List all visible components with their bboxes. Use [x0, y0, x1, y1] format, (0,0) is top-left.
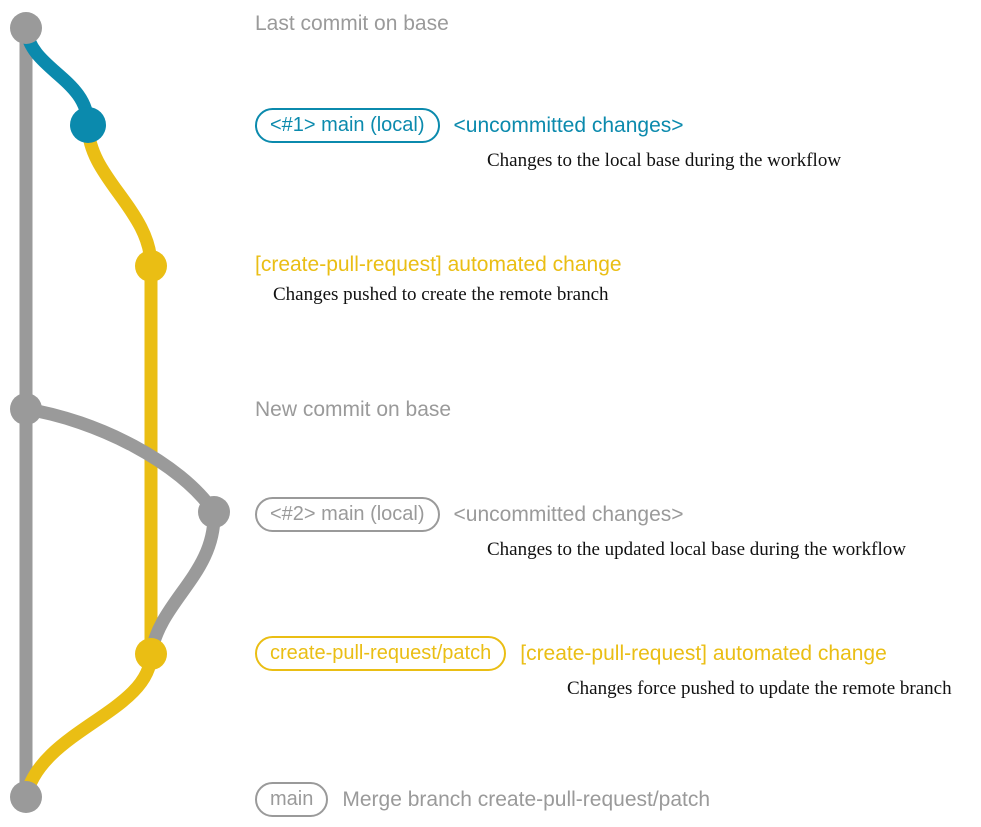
lane-local2-out [19, 402, 221, 519]
commit-row-automated-change-1: [create-pull-request] automated change C… [255, 253, 622, 306]
commit-row-patch: create-pull-request/patch [create-pull-r… [255, 636, 952, 700]
commit-row-local-2: <#2> main (local) <uncommitted changes> … [255, 497, 906, 561]
row-head: [create-pull-request] automated change [255, 253, 622, 277]
commit-row-merge: main Merge branch create-pull-request/pa… [255, 782, 710, 817]
branch-badge-main-local-2[interactable]: <#2> main (local) [255, 497, 440, 532]
row-head: <#1> main (local) <uncommitted changes> [255, 108, 841, 143]
lane-local2-in [144, 505, 221, 661]
commit-headline: Merge branch create-pull-request/patch [342, 787, 711, 811]
commit-node-local-2[interactable] [198, 496, 230, 528]
commit-node-patch[interactable] [135, 638, 167, 670]
commit-headline: New commit on base [255, 398, 452, 421]
row-head: create-pull-request/patch [create-pull-r… [255, 636, 952, 671]
commit-row-new-commit-on-base: New commit on base [255, 398, 451, 422]
commit-description: Changes pushed to create the remote bran… [273, 284, 609, 305]
commit-node-merge[interactable] [10, 781, 42, 813]
commit-row-last-commit-on-base: Last commit on base [255, 12, 449, 36]
row-head: New commit on base [255, 398, 451, 422]
row-head: main Merge branch create-pull-request/pa… [255, 782, 710, 817]
commit-node-new-commit-on-base[interactable] [10, 393, 42, 425]
commit-headline: [create-pull-request] automated change [255, 253, 622, 276]
lane-patch-upper [81, 118, 158, 273]
row-head: <#2> main (local) <uncommitted changes> [255, 497, 906, 532]
branch-badge-create-pull-request-patch[interactable]: create-pull-request/patch [255, 636, 507, 671]
branch-badge-main[interactable]: main [255, 782, 329, 817]
commit-description: Changes to the updated local base during… [487, 539, 906, 560]
commit-description: Changes to the local base during the wor… [487, 150, 842, 171]
commit-node-local-1[interactable] [70, 107, 106, 143]
commit-headline: Last commit on base [255, 12, 449, 35]
commit-node-automated-change-1[interactable] [135, 250, 167, 282]
commit-node-last-commit-on-base[interactable] [10, 12, 42, 44]
branch-badge-main-local-1[interactable]: <#1> main (local) [255, 108, 440, 143]
commit-headline: [create-pull-request] automated change [520, 641, 887, 665]
commit-description: Changes force pushed to update the remot… [567, 678, 952, 699]
lane-patch-merge [19, 647, 158, 804]
commit-row-local-1: <#1> main (local) <uncommitted changes> … [255, 108, 841, 172]
commit-headline: <uncommitted changes> [453, 502, 684, 526]
commit-headline: <uncommitted changes> [453, 113, 684, 137]
row-head: Last commit on base [255, 12, 449, 36]
